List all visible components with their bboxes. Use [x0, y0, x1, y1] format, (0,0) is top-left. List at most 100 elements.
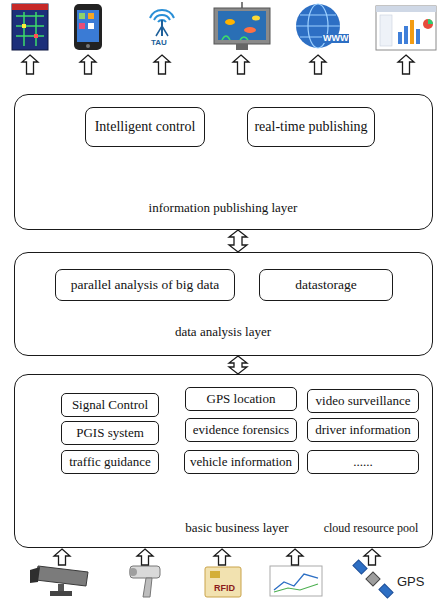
hollow-arrow — [54, 549, 70, 565]
monitor-icon — [244, 27, 256, 33]
monitor-icon — [241, 2, 243, 8]
chart-icon — [274, 584, 318, 592]
camera-icon — [58, 584, 64, 592]
antenna-icon — [150, 10, 174, 18]
dashboard-icon — [380, 15, 392, 46]
hollow-arrow — [22, 55, 38, 74]
hollow-arrow — [364, 549, 380, 565]
monitor-icon — [214, 2, 270, 50]
business-box: video surveillance — [307, 389, 419, 413]
monitor-icon — [222, 36, 248, 40]
dashboard-icon — [376, 6, 436, 50]
phone-icon — [77, 10, 99, 42]
antenna-icon — [156, 26, 168, 36]
hollow-arrow — [214, 549, 230, 565]
box-label: Signal Control — [72, 398, 148, 412]
hollow-arrow — [233, 55, 249, 74]
camera-icon — [30, 567, 40, 583]
chart-icon — [270, 566, 322, 596]
layer-box: data analysis layerparallel analysis of … — [14, 252, 433, 356]
traffic-screen-icon — [22, 24, 26, 28]
box-label: datastorage — [295, 278, 356, 293]
icon-caption: GPS — [396, 575, 425, 588]
phone-icon — [74, 4, 102, 50]
dashboard-icon — [423, 19, 433, 29]
layer-title: information publishing layer — [149, 201, 298, 215]
speed-gun-icon — [129, 568, 137, 576]
box-label: Intelligent control — [95, 119, 196, 134]
antenna-icon — [150, 10, 174, 36]
hollow-arrow — [137, 549, 153, 565]
satellite-icon — [353, 560, 393, 598]
function-box: Intelligent control — [85, 107, 205, 147]
function-box: datastorage — [259, 269, 393, 301]
phone-icon — [88, 23, 94, 29]
hollow-arrow — [287, 549, 303, 565]
traffic-screen-icon — [12, 4, 48, 50]
monitor-icon — [218, 11, 266, 40]
function-box: parallel analysis of big data — [55, 269, 235, 301]
dashboard-icon — [410, 20, 414, 44]
dashboard-icon — [376, 6, 436, 50]
layer-box: basic business layer cloud resource pool S… — [14, 374, 433, 548]
layer-note: cloud resource pool — [324, 522, 419, 535]
box-label: real-time publishing — [254, 119, 367, 134]
box-label: parallel analysis of big data — [71, 278, 219, 293]
speed-gun-icon — [130, 566, 160, 578]
globe-icon — [296, 25, 340, 26]
hollow-arrow — [154, 55, 170, 74]
dashboard-icon — [376, 6, 436, 12]
camera-icon — [30, 566, 88, 596]
hollow-arrow — [80, 55, 96, 74]
hollow-arrow — [398, 55, 414, 74]
business-box: ...... — [307, 450, 419, 474]
dashboard-icon — [416, 29, 420, 44]
dashboard-icon — [428, 19, 433, 24]
satellite-icon — [353, 560, 367, 574]
dashboard-icon — [404, 26, 408, 44]
monitor-icon — [236, 44, 248, 50]
speed-gun-icon — [129, 566, 160, 597]
rfid-card-icon — [210, 571, 220, 578]
camera-icon — [36, 566, 88, 586]
icon-text: RFID — [213, 584, 236, 593]
traffic-screen-icon — [16, 12, 44, 46]
monitor-icon — [214, 8, 270, 44]
business-box: vehicle information — [184, 450, 299, 474]
box-label: PGIS system — [76, 426, 144, 440]
traffic-screen-icon — [12, 4, 48, 50]
phone-icon — [86, 44, 90, 48]
speed-gun-icon — [143, 578, 152, 597]
phone-icon — [74, 4, 102, 50]
phone-icon — [79, 23, 85, 29]
business-box: GPS location — [185, 387, 297, 411]
business-box: driver information — [307, 418, 419, 442]
hollow-arrow — [310, 55, 326, 74]
layer-title: basic business layer — [185, 521, 288, 535]
function-box: real-time publishing — [247, 107, 375, 147]
box-label: video surveillance — [316, 394, 411, 408]
phone-icon — [79, 13, 85, 19]
monitor-icon — [225, 19, 235, 25]
monitor-icon — [252, 16, 260, 21]
phone-icon — [88, 13, 94, 19]
rfid-card-icon — [205, 567, 241, 597]
business-box: Signal Control — [61, 393, 159, 417]
traffic-screen-icon — [12, 4, 48, 10]
box-label: traffic guidance — [69, 455, 151, 469]
box-label: ...... — [353, 455, 373, 469]
satellite-icon — [366, 572, 380, 586]
chart-icon — [270, 566, 322, 596]
double-arrow — [229, 356, 247, 374]
double-arrow — [229, 230, 247, 252]
icon-text: TAU — [150, 39, 168, 47]
satellite-icon — [379, 584, 393, 598]
layer-box: information publishing layer Intelligent … — [14, 94, 433, 230]
box-label: GPS location — [207, 392, 276, 406]
camera-icon — [50, 591, 72, 596]
traffic-screen-icon — [34, 34, 38, 38]
business-box: traffic guidance — [61, 450, 159, 474]
business-box: evidence forensics — [185, 418, 297, 442]
rfid-card-icon — [205, 567, 241, 597]
